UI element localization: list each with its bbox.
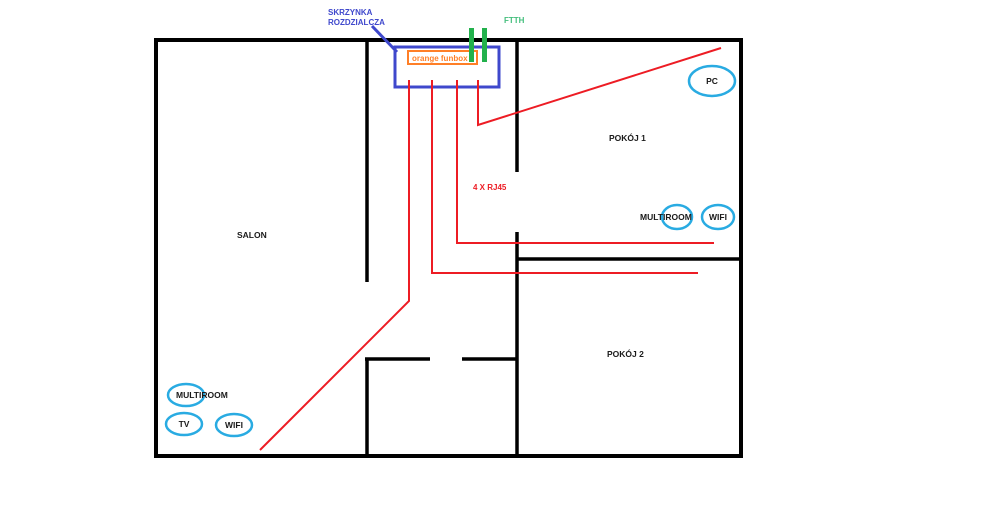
room-label-pokoj1: POKÓJ 1: [609, 132, 646, 143]
outer-walls: [154, 38, 743, 458]
device-ellipse-tv: [164, 411, 204, 437]
room-label-pokoj2: POKÓJ 2: [607, 348, 644, 359]
cable-rj45-pc: [477, 47, 722, 127]
rj45-count-label: 4 X RJ45: [473, 183, 507, 192]
skrzynka-pointer-line: [370, 24, 399, 54]
device-label-multiroom-pokoj1: MULTIROOM: [640, 212, 692, 222]
skrzynka-label-line2: ROZDZIALCZA: [328, 18, 385, 27]
fiber-drop-bar-2: [482, 28, 487, 62]
device-ellipse-multiroom-salon: [166, 382, 206, 408]
device-ellipse-multiroom-pokoj1: [660, 203, 694, 231]
funbox-box: [407, 50, 478, 65]
ftth-label: FTTH: [504, 16, 525, 25]
device-label-pc: PC: [706, 76, 718, 86]
cable-rj45-pokoj2: [431, 80, 698, 274]
device-label-wifi-salon: WIFI: [225, 420, 243, 430]
device-ellipse-wifi-pokoj1: [700, 203, 736, 231]
fiber-drop-bar-1: [469, 28, 474, 62]
skrzynka-label-line1: SKRZYNKA: [328, 8, 373, 17]
device-label-tv: TV: [179, 419, 190, 429]
device-ellipse-pc: [687, 64, 737, 98]
device-label-wifi-pokoj1: WIFI: [709, 212, 727, 222]
room-label-salon: SALON: [237, 230, 267, 240]
device-label-multiroom-salon: MULTIROOM: [176, 390, 228, 400]
cable-rj45-multiroom-pokoj1: [456, 80, 714, 244]
skrzynka-box: [393, 45, 501, 89]
funbox-label: orange funbox: [412, 54, 468, 63]
cable-rj45-salon: [259, 80, 410, 451]
device-ellipse-wifi-salon: [214, 412, 254, 438]
